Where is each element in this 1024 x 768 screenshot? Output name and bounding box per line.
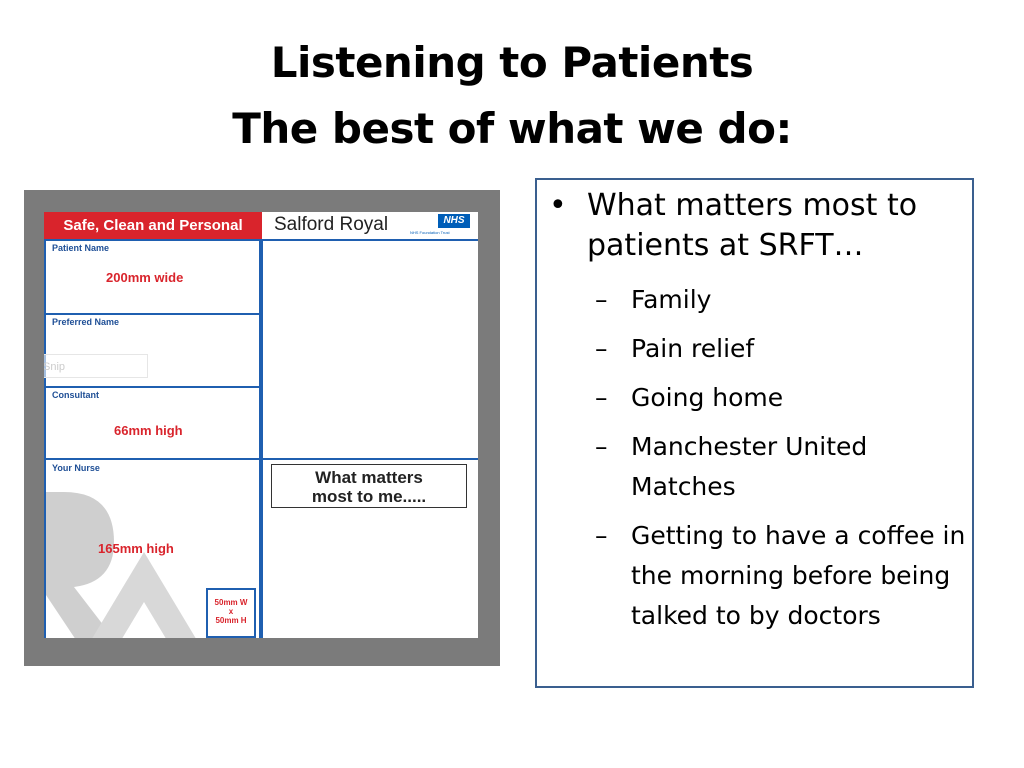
title-line-2: The best of what we do: xyxy=(232,104,792,153)
what-matters-line-1: What matters xyxy=(315,468,423,487)
grid-line xyxy=(44,458,478,460)
bullet-dot-icon: • xyxy=(549,188,567,223)
grid-line xyxy=(44,239,46,638)
list-item: –Family xyxy=(595,280,967,320)
box-line-3: 50mm H xyxy=(215,616,247,625)
watermark-logo-icon xyxy=(44,492,196,638)
dash-icon: – xyxy=(595,521,608,550)
nhs-logo: NHS xyxy=(438,214,470,228)
title-line-1: Listening to Patients xyxy=(270,38,754,87)
grid-line xyxy=(44,386,259,388)
grid-divider xyxy=(259,239,263,638)
dash-icon: – xyxy=(595,432,608,461)
dimension-box: 50mm W x 50mm H xyxy=(206,588,256,638)
field-your-nurse: Your Nurse xyxy=(52,463,100,473)
what-matters-line-2: most to me..... xyxy=(311,487,427,506)
list-item: –Going home xyxy=(595,378,967,418)
box-line-1: 50mm W xyxy=(214,598,248,607)
bedside-board-image: Safe, Clean and Personal Salford Royal N… xyxy=(24,190,500,666)
list-item: –Manchester United Matches xyxy=(595,427,967,507)
list-item-text: Going home xyxy=(631,383,784,412)
dimension-width-label: 200mm wide xyxy=(106,270,184,285)
hospital-name: Salford Royal xyxy=(274,214,389,235)
list-item-text: Family xyxy=(631,285,712,314)
list-item-text: Manchester United Matches xyxy=(631,432,868,501)
snip-overlay: Snip xyxy=(44,354,148,378)
box-line-2: x xyxy=(228,607,234,616)
slide-title: Listening to Patients The best of what w… xyxy=(0,30,1024,162)
nhs-subtext: NHS Foundation Trust xyxy=(410,230,450,235)
main-bullet-text: What matters most to patients at SRFT… xyxy=(587,188,918,263)
what-matters-box: What matters most to me..... xyxy=(271,464,467,508)
dash-icon: – xyxy=(595,285,608,314)
list-item-text: Getting to have a coffee in the morning … xyxy=(631,521,966,630)
board-panel: Safe, Clean and Personal Salford Royal N… xyxy=(44,212,478,638)
grid-line xyxy=(44,313,259,315)
board-header-label: Safe, Clean and Personal xyxy=(44,212,262,239)
list-item: –Getting to have a coffee in the morning… xyxy=(595,516,967,636)
list-item-text: Pain relief xyxy=(631,334,755,363)
dimension-height-small-label: 66mm high xyxy=(114,423,183,438)
dash-icon: – xyxy=(595,383,608,412)
dash-icon: – xyxy=(595,334,608,363)
field-preferred-name: Preferred Name xyxy=(52,317,120,327)
dimension-height-large-label: 165mm high xyxy=(98,541,174,556)
sub-bullet-list: –Family –Pain relief –Going home –Manche… xyxy=(595,280,967,645)
list-item: –Pain relief xyxy=(595,329,967,369)
field-patient-name: Patient Name xyxy=(52,243,110,253)
field-consultant: Consultant xyxy=(52,390,99,400)
bullet-text-box: • What matters most to patients at SRFT…… xyxy=(535,178,974,688)
